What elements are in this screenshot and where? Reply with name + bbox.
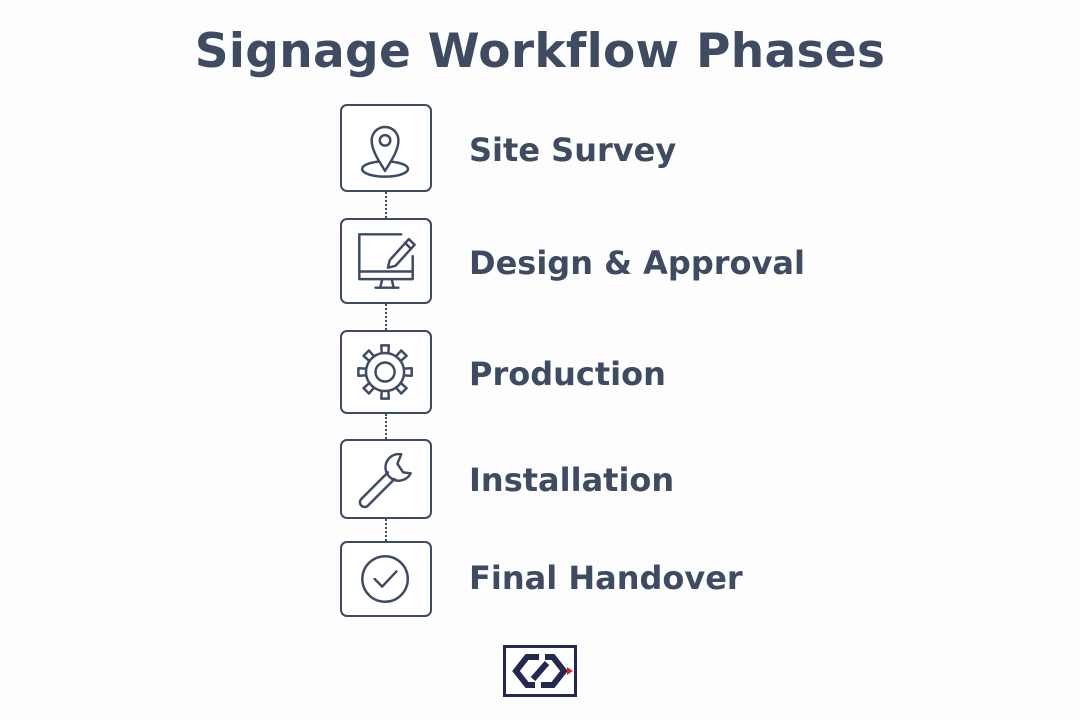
step-4-icon-box bbox=[340, 439, 432, 519]
connector-1-2 bbox=[385, 192, 387, 218]
connector-4-5 bbox=[385, 519, 387, 541]
company-logo bbox=[503, 645, 577, 697]
check-circle-icon bbox=[361, 555, 410, 603]
gear-icon bbox=[357, 344, 413, 400]
step-1-label: Site Survey bbox=[469, 131, 677, 169]
step-2-icon-box bbox=[340, 218, 432, 304]
location-pin-icon bbox=[360, 125, 410, 178]
diagram-title: Signage Workflow Phases bbox=[194, 24, 886, 79]
step-3-icon-box bbox=[340, 330, 432, 414]
monitor-pencil-icon bbox=[358, 233, 416, 289]
step-3-label: Production bbox=[469, 355, 666, 393]
step-5-icon-box bbox=[340, 541, 432, 617]
connector-3-4 bbox=[385, 414, 387, 439]
step-1-icon-box bbox=[340, 104, 432, 192]
step-5-label: Final Handover bbox=[469, 559, 743, 597]
wrench-icon bbox=[358, 452, 412, 509]
step-4-label: Installation bbox=[469, 461, 675, 499]
connector-2-3 bbox=[385, 304, 387, 330]
step-2-label: Design & Approval bbox=[469, 244, 805, 282]
